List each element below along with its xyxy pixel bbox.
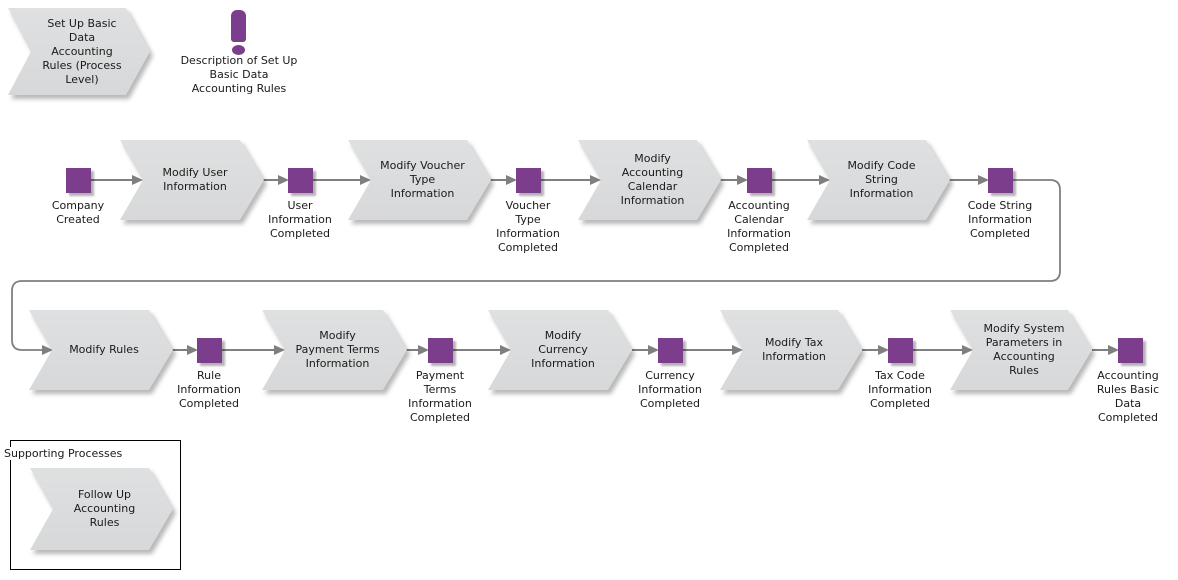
arrow-shaft xyxy=(949,179,980,181)
process-label: Modify User Information xyxy=(120,140,264,220)
exclamation-icon[interactable] xyxy=(231,10,246,42)
event-label: Code String Information Completed xyxy=(967,199,1033,240)
flow-arrow xyxy=(406,345,429,355)
event-label: Rule Information Completed xyxy=(177,369,241,410)
process-modify-payment-terms-information[interactable]: Modify Payment Terms Information xyxy=(262,310,407,390)
process-label: Modify Voucher Type Information xyxy=(348,140,491,220)
event-accounting-rules-basic-data-completed[interactable] xyxy=(1118,338,1143,363)
process-modify-rules[interactable]: Modify Rules xyxy=(29,310,173,390)
arrow-head-icon xyxy=(1108,345,1119,355)
event-label: User Information Completed xyxy=(268,199,332,240)
event-label: Payment Terms Information Completed xyxy=(408,369,472,424)
process-follow-up-accounting-rules[interactable]: Follow Up Accounting Rules xyxy=(30,468,173,550)
event-label: Tax Code Information Completed xyxy=(868,369,932,410)
event-label: Accounting Calendar Information Complete… xyxy=(727,199,791,254)
event-label: Company Created xyxy=(51,199,105,226)
event-voucher-type-information-completed[interactable] xyxy=(516,168,541,193)
event-rule-information-completed[interactable] xyxy=(197,338,222,363)
process-modify-system-parameters-in-accounting-rules[interactable]: Modify System Parameters in Accounting R… xyxy=(950,310,1092,390)
process-level-shape[interactable]: Set Up Basic Data Accounting Rules (Proc… xyxy=(8,8,150,95)
arrow-shaft xyxy=(1092,349,1110,351)
process-modify-currency-information[interactable]: Modify Currency Information xyxy=(488,310,632,390)
flow-arrow xyxy=(1092,345,1119,355)
process-label: Modify System Parameters in Accounting R… xyxy=(950,310,1092,390)
process-modify-code-string-information[interactable]: Modify Code String Information xyxy=(807,140,950,220)
process-modify-tax-information[interactable]: Modify Tax Information xyxy=(720,310,862,390)
event-user-information-completed[interactable] xyxy=(288,168,313,193)
flow-arrow xyxy=(862,345,889,355)
flow-arrow xyxy=(720,175,748,185)
process-label: Modify Rules xyxy=(29,310,173,390)
supporting-processes-title: Supporting Processes xyxy=(2,447,125,460)
supporting-processes-box xyxy=(10,440,181,570)
event-label: Currency Information Completed xyxy=(638,369,702,410)
exclamation-icon-dot xyxy=(232,45,245,55)
event-currency-information-completed[interactable] xyxy=(658,338,683,363)
process-label: Modify Code String Information xyxy=(807,140,950,220)
process-level-shape-label: Set Up Basic Data Accounting Rules (Proc… xyxy=(8,8,150,95)
event-company-created[interactable] xyxy=(66,168,91,193)
flow-arrow xyxy=(172,345,198,355)
event-label: Voucher Type Information Completed xyxy=(496,199,560,254)
event-label: Accounting Rules Basic Data Completed xyxy=(1096,369,1160,424)
description-note-label: Description of Set Up Basic Data Account… xyxy=(180,54,298,95)
process-modify-accounting-calendar-information[interactable]: Modify Accounting Calendar Information xyxy=(578,140,721,220)
flow-arrow xyxy=(263,175,289,185)
process-label: Modify Tax Information xyxy=(720,310,862,390)
process-label: Modify Currency Information xyxy=(488,310,632,390)
event-code-string-information-completed[interactable] xyxy=(988,168,1013,193)
event-accounting-calendar-information-completed[interactable] xyxy=(747,168,772,193)
process-label: Modify Accounting Calendar Information xyxy=(578,140,721,220)
process-modify-voucher-type-information[interactable]: Modify Voucher Type Information xyxy=(348,140,491,220)
process-modify-user-information[interactable]: Modify User Information xyxy=(120,140,264,220)
event-tax-code-information-completed[interactable] xyxy=(888,338,913,363)
process-label: Follow Up Accounting Rules xyxy=(30,468,173,550)
flow-arrow xyxy=(949,175,989,185)
flow-arrow xyxy=(632,345,659,355)
event-payment-terms-information-completed[interactable] xyxy=(428,338,453,363)
flow-arrow xyxy=(490,175,517,185)
process-label: Modify Payment Terms Information xyxy=(262,310,407,390)
